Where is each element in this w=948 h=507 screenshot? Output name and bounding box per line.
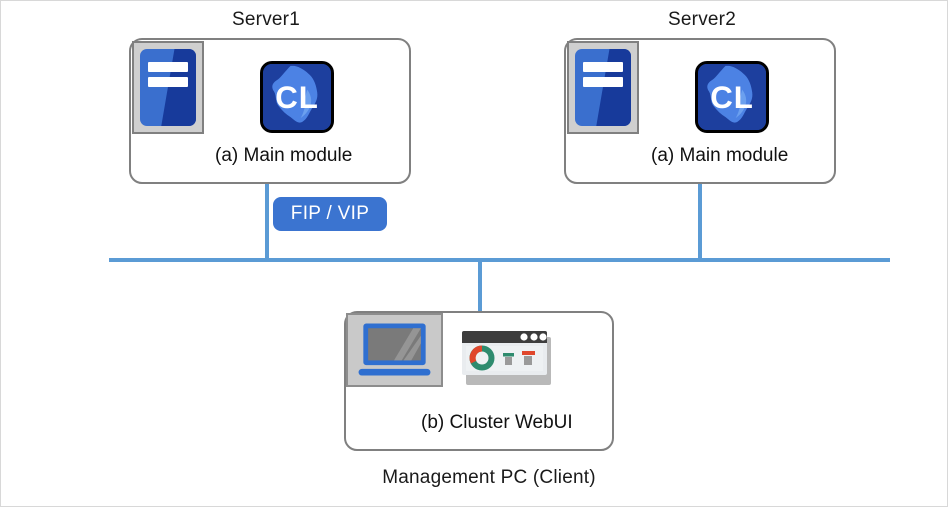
link-bus-to-management-pc [478, 260, 482, 312]
svg-text:CL: CL [275, 80, 318, 115]
server1-caption: Server1 [232, 9, 300, 30]
link-server1-to-bus [265, 184, 269, 260]
fip-vip-badge[interactable]: FIP / VIP [273, 197, 387, 231]
laptop-icon [346, 313, 443, 387]
management-pc-module-label: (b) Cluster WebUI [421, 412, 573, 433]
server2-module-label: (a) Main module [651, 145, 789, 166]
clusterpro-cl-icon: CL [260, 61, 334, 133]
browser-dashboard-icon [462, 331, 555, 389]
management-pc-caption: Management PC (Client) [382, 467, 596, 488]
link-server2-to-bus [698, 184, 702, 260]
svg-text:CL: CL [710, 80, 753, 115]
clusterpro-cl-icon: CL [695, 61, 769, 133]
server1-module-label: (a) Main module [215, 145, 353, 166]
server2-caption: Server2 [668, 9, 736, 30]
server-rack-icon [132, 41, 204, 134]
network-bus [109, 258, 890, 262]
server-rack-icon [567, 41, 639, 134]
